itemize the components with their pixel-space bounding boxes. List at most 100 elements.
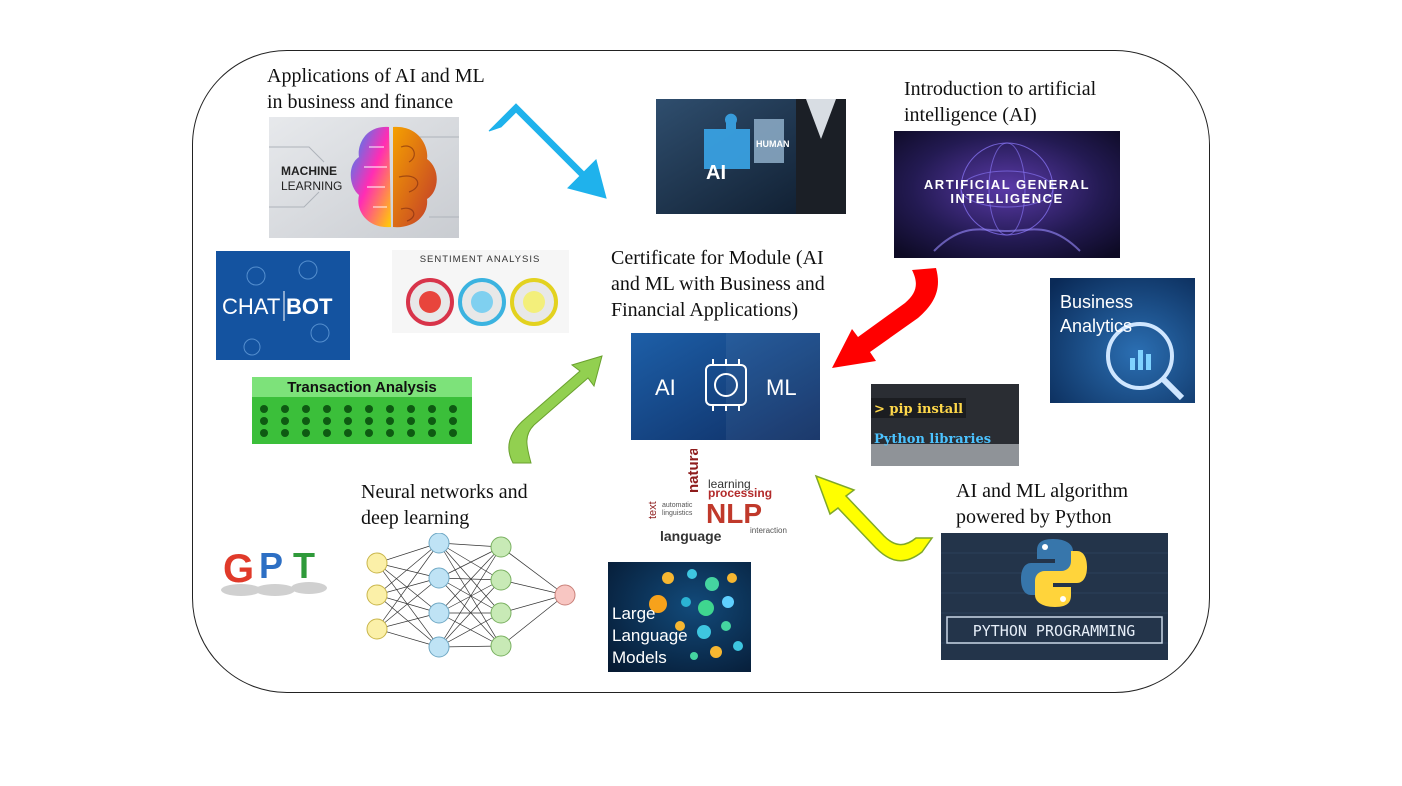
transaction-node	[323, 417, 331, 425]
rounded-frame	[192, 50, 1210, 693]
gpt-letter-g: G	[223, 547, 254, 591]
nlp-word-automatic: automatic	[662, 502, 693, 509]
transaction-node	[386, 405, 394, 413]
neutral-face-icon	[471, 291, 493, 313]
label-applications-line-1: Applications of AI and ML	[267, 65, 485, 87]
llm-dot	[710, 646, 722, 658]
nlp-word-linguistics: linguistics	[662, 510, 693, 517]
neural-link	[438, 546, 502, 614]
business-analytics-title-2: Analytics	[1060, 316, 1132, 336]
green-arrow	[508, 355, 603, 464]
nlp-word-cloud-image: natural learning processing NLP language…	[642, 449, 810, 557]
label-intro-ai: Introduction to artificial intelligence …	[904, 76, 1096, 128]
pip-install-text: > pip install	[874, 402, 963, 417]
transaction-node	[281, 417, 289, 425]
transaction-node	[323, 405, 331, 413]
transaction-node	[449, 429, 457, 437]
business-analytics-title-1: Business	[1060, 292, 1133, 312]
transaction-node	[428, 405, 436, 413]
neural-link	[438, 542, 502, 614]
neural-link	[376, 628, 440, 648]
neural-link	[438, 542, 502, 647]
agi-image: ARTIFICIAL GENERAL INTELLIGENCE	[894, 131, 1120, 258]
neural-link	[438, 612, 502, 648]
transaction-node	[302, 429, 310, 437]
nlp-word-processing: processing	[708, 486, 772, 500]
neural-link	[376, 594, 440, 614]
transaction-node	[365, 417, 373, 425]
label-neural-line-2: deep learning	[361, 507, 470, 529]
llm-dot	[705, 577, 719, 591]
business-analytics-image: Business Analytics	[1050, 278, 1195, 403]
agi-title-line-2: INTELLIGENCE	[950, 191, 1063, 206]
brain-right-shape	[393, 126, 437, 228]
transaction-node	[260, 405, 268, 413]
transaction-node	[302, 405, 310, 413]
agi-title-line-1: ARTIFICIAL GENERAL	[924, 177, 1090, 192]
neural-node	[428, 567, 450, 589]
neural-node	[366, 552, 388, 574]
transaction-columns	[260, 405, 457, 437]
sentiment-title: SENTIMENT ANALYSIS	[420, 254, 541, 265]
transaction-node	[407, 417, 415, 425]
neural-link	[438, 577, 502, 647]
ai-human-puzzle-image: AI HUMAN	[656, 99, 846, 214]
neural-node	[366, 584, 388, 606]
neural-link	[500, 594, 566, 614]
neural-node	[490, 602, 512, 624]
llm-dot	[681, 597, 691, 607]
machine-learning-brain-image: MACHINE LEARNING	[269, 117, 459, 238]
label-certificate-line-1: Certificate for Module (AI	[611, 247, 824, 269]
brain-icon	[714, 373, 738, 397]
transaction-node	[344, 417, 352, 425]
ai-chip-text: AI	[655, 375, 676, 400]
transaction-node	[365, 405, 373, 413]
neural-node	[490, 635, 512, 657]
neural-network-nodes	[366, 533, 576, 658]
neural-link	[376, 562, 440, 648]
neural-network-image	[361, 533, 578, 662]
ai-ml-chip-image: AI ML	[631, 333, 820, 440]
label-certificate-line-2: and ML with Business and	[611, 273, 825, 295]
chatbot-text-bot: BOT	[286, 294, 333, 319]
python-logo-icon	[1021, 539, 1087, 607]
llm-dot	[687, 569, 697, 579]
nlp-word-learning: learning	[708, 477, 751, 491]
llm-dot	[722, 596, 734, 608]
label-intro-ai-line-1: Introduction to artificial	[904, 78, 1097, 100]
neural-link	[376, 542, 440, 630]
label-neural-line-1: Neural networks and	[361, 481, 528, 503]
gpt-letter-p: P	[259, 545, 283, 586]
neural-link	[376, 542, 440, 596]
neural-link	[500, 546, 566, 596]
neural-link	[376, 577, 440, 630]
label-neural-networks: Neural networks and deep learning	[361, 479, 528, 531]
blue-arrow	[488, 103, 607, 199]
pip-install-image: > pip install Python libraries	[871, 384, 1019, 466]
llm-text-line-2: Language	[612, 626, 688, 645]
label-applications-line-2: in business and finance	[267, 91, 454, 113]
llm-text-line-3: Models	[612, 648, 667, 667]
transaction-analysis-image: Transaction Analysis	[252, 377, 472, 444]
transaction-node	[344, 429, 352, 437]
transaction-node	[302, 417, 310, 425]
label-certificate-line-3: Financial Applications)	[611, 299, 799, 321]
llm-image: Large Language Models	[608, 562, 751, 672]
neural-link	[500, 594, 566, 647]
brain-left-shape	[350, 126, 391, 228]
neural-link	[438, 542, 502, 581]
transaction-node	[281, 429, 289, 437]
transaction-node	[428, 417, 436, 425]
neural-link	[376, 562, 440, 579]
neural-link	[438, 577, 502, 614]
neural-link	[376, 562, 440, 614]
nlp-word-language: language	[660, 528, 722, 544]
neural-node	[554, 584, 576, 606]
llm-dot	[690, 652, 698, 660]
llm-dot	[698, 600, 714, 616]
transaction-node	[365, 429, 373, 437]
chatbot-text-chat: CHAT	[222, 294, 280, 319]
transaction-node	[260, 429, 268, 437]
neural-node	[366, 618, 388, 640]
